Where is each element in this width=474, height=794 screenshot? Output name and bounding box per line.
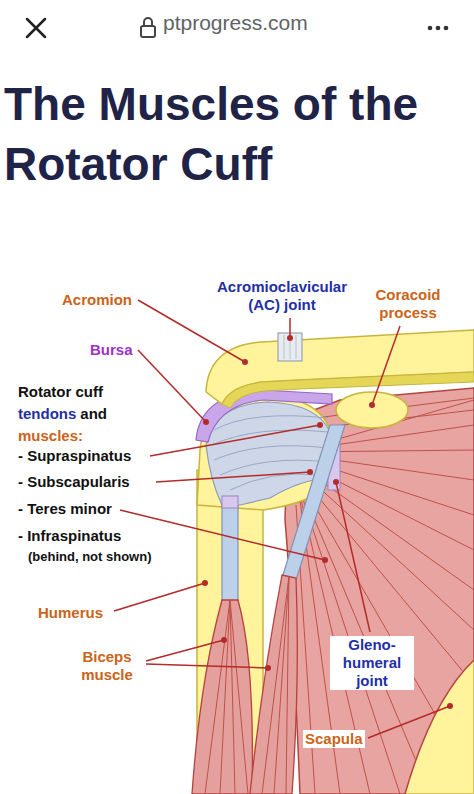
note: (behind, not shown) — [28, 548, 151, 566]
lock-icon — [141, 18, 155, 37]
group-heading: Rotator cuff — [18, 383, 103, 401]
leader-dots — [202, 335, 453, 709]
part-label: Gleno-humeral joint — [330, 636, 414, 690]
muscle-name: - Supraspinatus — [18, 447, 131, 465]
part-label: Acromion — [62, 291, 132, 309]
muscle-name: - Subscapularis — [18, 473, 130, 491]
biceps-long-head-muscle — [192, 600, 252, 794]
tendon-cap — [222, 496, 238, 508]
muscle-name: - Teres minor — [18, 500, 112, 518]
group-heading: and — [80, 405, 107, 423]
leader-lines — [114, 300, 450, 738]
group-heading: muscles: — [18, 427, 83, 445]
biceps-long-head-tendon — [222, 505, 238, 605]
biceps-short-head-muscle — [250, 575, 297, 794]
muscle-name: - Infraspinatus — [18, 527, 121, 545]
menu-icon — [428, 26, 449, 31]
part-label: Acromioclavicular (AC) joint — [205, 278, 359, 314]
part-label: Humerus — [38, 604, 103, 622]
site-address: ptprogress.com — [163, 14, 308, 32]
ac-joint-ligament — [278, 333, 302, 361]
part-label: Scapula — [303, 730, 365, 748]
biceps-fibres — [205, 576, 289, 794]
close-icon — [27, 19, 45, 37]
group-heading: tendons — [18, 405, 76, 423]
coracoid-bone — [336, 392, 408, 428]
part-label: Biceps muscle — [72, 648, 142, 684]
page-title: The Muscles of the Rotator Cuff — [4, 74, 470, 194]
part-label: Bursa — [90, 341, 133, 359]
part-label: Coracoid process — [362, 286, 454, 322]
